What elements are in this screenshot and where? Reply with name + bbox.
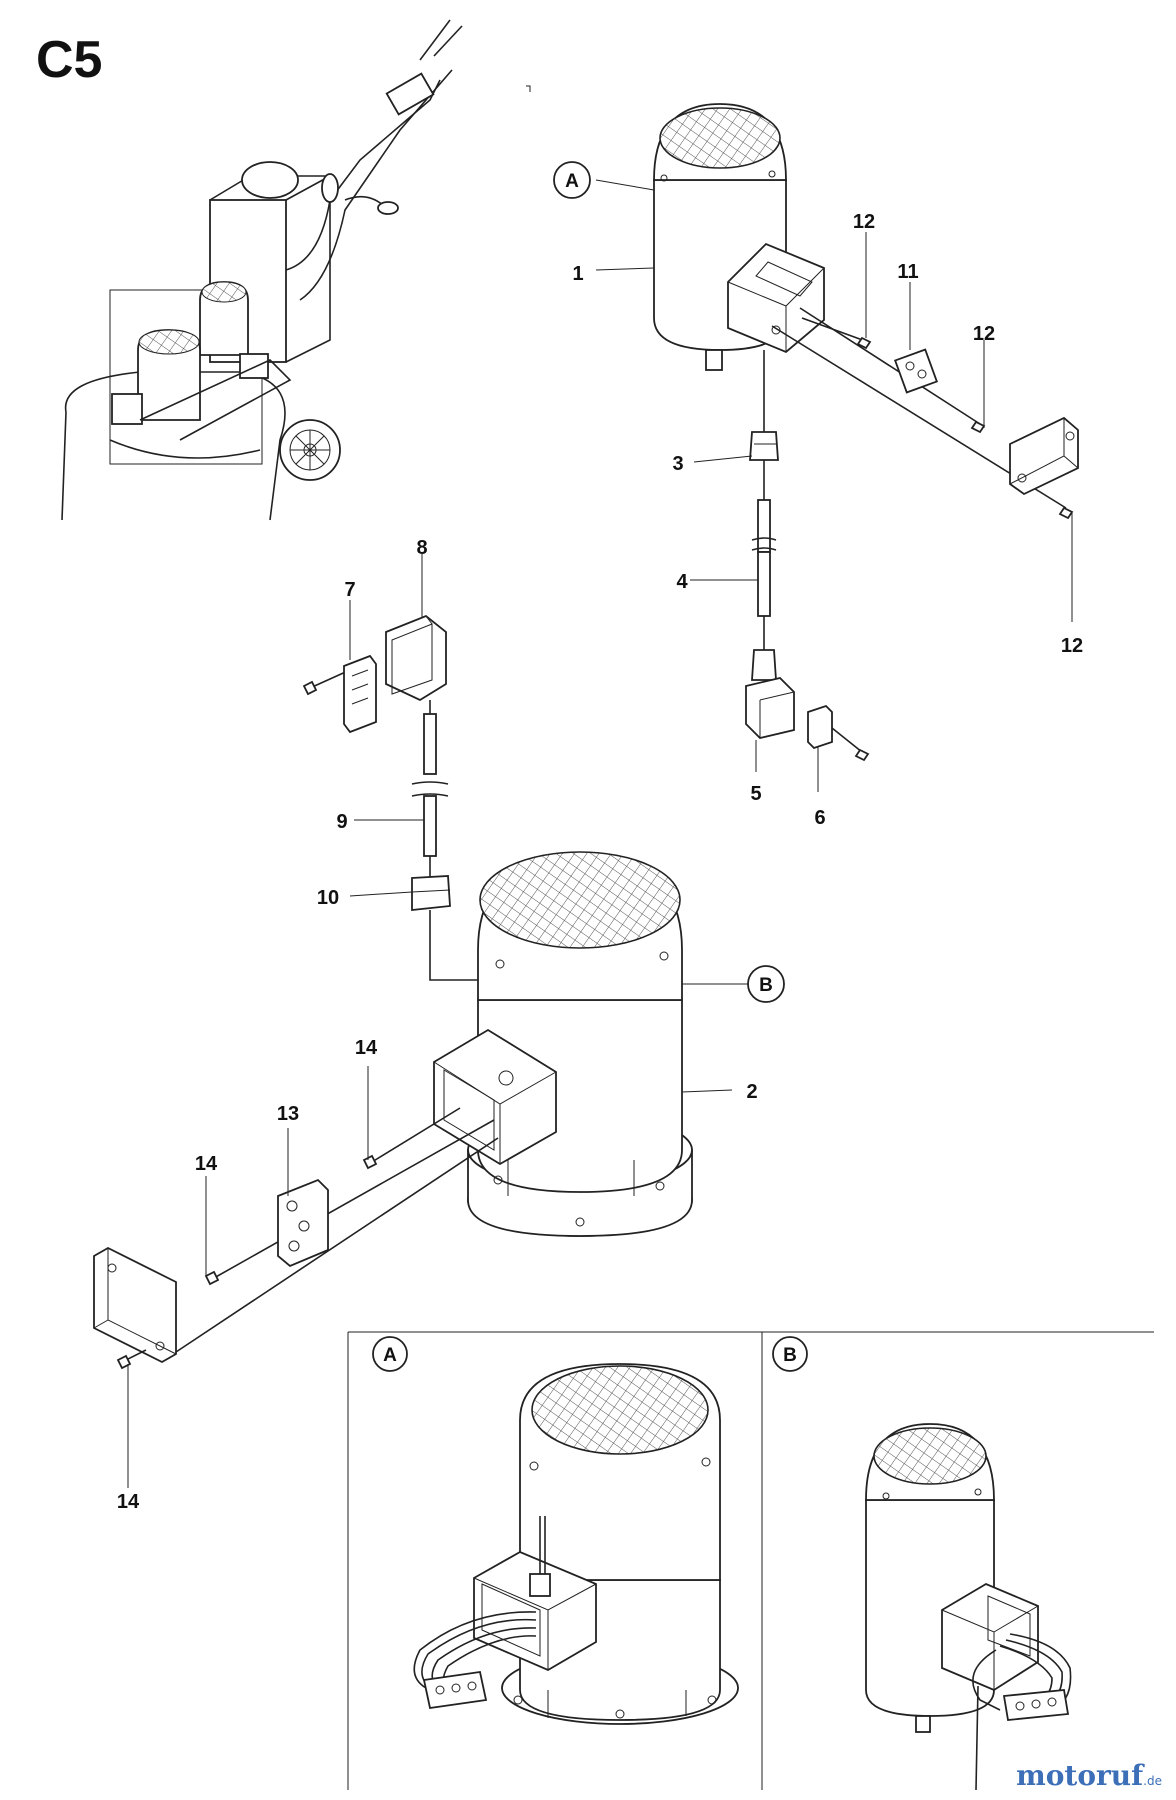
watermark-brand: motoruf bbox=[1016, 1759, 1144, 1792]
inset-callout-a: A bbox=[372, 1336, 408, 1372]
watermark-tld: .de bbox=[1143, 1774, 1162, 1788]
leader-lines bbox=[127, 179, 1073, 1488]
part-label-7: 7 bbox=[344, 579, 355, 601]
part-label-12-b: 12 bbox=[973, 323, 995, 345]
cable-assembly-b bbox=[302, 614, 513, 1066]
part-label-10: 10 bbox=[317, 887, 339, 909]
part-label-12-a: 12 bbox=[853, 211, 875, 233]
motor-b bbox=[433, 851, 693, 1237]
part-label-14-a: 14 bbox=[355, 1037, 378, 1059]
callout-a-top: A bbox=[553, 161, 591, 199]
inset-b-label: B bbox=[783, 1345, 797, 1366]
part-label-12-c: 12 bbox=[1061, 635, 1083, 657]
part-label-9: 9 bbox=[336, 811, 347, 833]
part-numbers: 1 2 3 4 5 6 7 8 9 10 11 12 12 12 13 14 1… bbox=[117, 211, 1083, 1513]
machine-overview bbox=[61, 19, 531, 521]
callout-b-main: B bbox=[730, 965, 785, 1003]
part-label-14-b: 14 bbox=[195, 1153, 218, 1175]
part-label-2: 2 bbox=[746, 1081, 757, 1103]
part-label-11: 11 bbox=[897, 261, 918, 283]
part-label-13: 13 bbox=[277, 1103, 299, 1125]
page-title: C5 bbox=[36, 31, 103, 89]
terminal-parts-b bbox=[93, 1107, 499, 1370]
inset-a-label: A bbox=[383, 1345, 397, 1366]
inset-motor-a bbox=[413, 1363, 739, 1725]
wiring-inset: A B bbox=[347, 1331, 1154, 1791]
part-label-1: 1 bbox=[572, 263, 583, 285]
part-label-8: 8 bbox=[416, 537, 427, 559]
part-label-5: 5 bbox=[750, 783, 761, 805]
part-label-3: 3 bbox=[672, 453, 683, 475]
part-label-6: 6 bbox=[814, 807, 825, 829]
part-label-4: 4 bbox=[676, 571, 688, 593]
part-label-14-c: 14 bbox=[117, 1491, 140, 1513]
callout-b-label: B bbox=[759, 975, 773, 996]
inset-callout-b: B bbox=[772, 1336, 808, 1372]
callout-a-label: A bbox=[565, 171, 579, 192]
watermark: motoruf.de bbox=[1016, 1759, 1162, 1792]
motor-a bbox=[653, 103, 1079, 762]
inset-motor-b bbox=[865, 1423, 1072, 1791]
